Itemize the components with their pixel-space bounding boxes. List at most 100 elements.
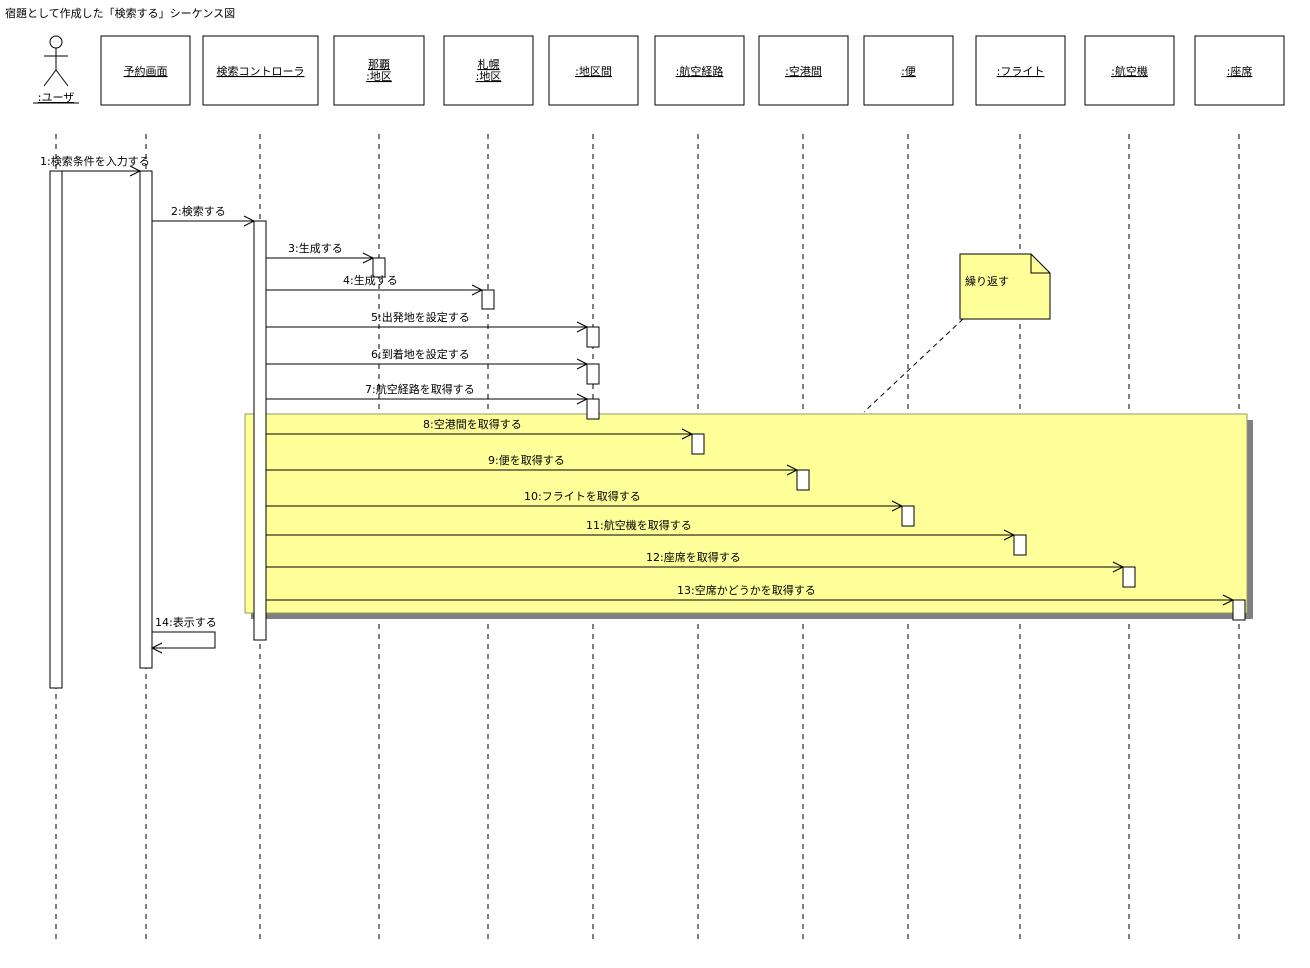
- message-arrowhead: [891, 500, 904, 512]
- participant-bin: :便: [863, 35, 954, 106]
- note-text: 繰り返す: [965, 274, 1009, 288]
- message-4: 4:生成する: [266, 273, 484, 296]
- message-label: 11:航空機を取得する: [586, 518, 692, 532]
- participant-label: 検索コントローラ: [217, 64, 305, 78]
- participant-label: :航空経路: [676, 64, 724, 78]
- participant-chikukan: :地区間: [548, 35, 639, 106]
- message-arrowhead: [576, 393, 589, 405]
- participant-kukokan: :空港間: [758, 35, 849, 106]
- message-label: 3:生成する: [288, 241, 343, 255]
- participant-label: :フライト: [997, 65, 1045, 78]
- activation-bar: [1232, 599, 1246, 621]
- message-label: 7:航空経路を取得する: [365, 382, 475, 396]
- message-arrowhead: [150, 642, 163, 654]
- message-arrowhead: [243, 215, 256, 227]
- participant-box: [1194, 35, 1285, 106]
- message-arrowhead: [471, 284, 484, 296]
- participant-label: :便: [901, 65, 916, 78]
- message-arrowhead: [786, 464, 799, 476]
- message-arrowhead: [576, 358, 589, 370]
- message-12: 12:座席を取得する: [266, 550, 1125, 573]
- message-label: 12:座席を取得する: [646, 550, 741, 564]
- message-arrowhead: [576, 321, 589, 333]
- activation-bar: [691, 433, 705, 455]
- participant-ctrl: 検索コントローラ: [202, 35, 319, 106]
- message-label: 8:空港間を取得する: [423, 417, 522, 431]
- participant-flight: :フライト: [975, 35, 1066, 106]
- activation-bar: [253, 220, 267, 641]
- participant-label: :航空機: [1111, 64, 1148, 78]
- activation-bar: [1013, 534, 1027, 556]
- message-7: 7:航空経路を取得する: [266, 382, 589, 405]
- participant-box: [758, 35, 849, 106]
- actor-leg: [55, 69, 69, 87]
- message-line: [152, 631, 216, 649]
- participant-label: 札幌: [478, 57, 500, 71]
- participant-naha: 那覇:地区: [333, 35, 425, 106]
- message-arrowhead: [1003, 529, 1016, 541]
- participant-sapporo: 札幌:地区: [443, 35, 534, 106]
- participant-label: :地区: [476, 70, 502, 83]
- activation-bar: [901, 505, 915, 527]
- participant-label: :座席: [1227, 64, 1253, 78]
- participant-yoyaku: 予約画面: [100, 35, 191, 106]
- activation-bar: [586, 326, 600, 348]
- participant-box: [863, 35, 954, 106]
- note-box: [959, 253, 1051, 320]
- activation-bar: [139, 170, 153, 669]
- participant-box: [202, 35, 319, 106]
- activation-bar: [481, 289, 495, 310]
- message-9: 9:便を取得する: [266, 454, 799, 476]
- participant-box: [654, 35, 745, 106]
- message-13: 13:空席かどうかを取得する: [266, 583, 1235, 606]
- activation-bar: [796, 469, 810, 491]
- activation-bar: [1122, 566, 1136, 588]
- message-arrowhead: [681, 428, 694, 440]
- message-arrowhead: [362, 252, 375, 264]
- message-label: 6:到着地を設定する: [371, 347, 470, 361]
- message-label: 4:生成する: [343, 273, 398, 287]
- participant-box: [975, 35, 1066, 106]
- message-1: 1:検索条件を入力する: [40, 154, 150, 177]
- actor-label: :ユーザ: [38, 91, 75, 104]
- message-label: 1:検索条件を入力する: [40, 154, 150, 168]
- message-11: 11:航空機を取得する: [266, 518, 1016, 541]
- diagram-title: 宿題として作成した「検索する」シーケンス図: [5, 6, 235, 20]
- message-label: 2:検索する: [171, 204, 226, 218]
- message-2: 2:検索する: [152, 204, 256, 227]
- participant-kokuki: :航空機: [1084, 35, 1175, 106]
- note-repeat: 繰り返す: [863, 253, 1051, 413]
- participant-zaseki: :座席: [1194, 35, 1285, 106]
- participant-label: :地区: [366, 70, 392, 83]
- participant-keiro: :航空経路: [654, 35, 745, 106]
- message-label: 13:空席かどうかを取得する: [677, 583, 816, 597]
- activation-bar: [586, 398, 600, 420]
- note-connector: [863, 318, 964, 413]
- activation-bar: [586, 363, 600, 385]
- message-8: 8:空港間を取得する: [266, 417, 694, 440]
- participant-box: [548, 35, 639, 106]
- actor-user: :ユーザ: [33, 35, 79, 104]
- message-10: 10:フライトを取得する: [266, 490, 904, 512]
- message-arrowhead: [1112, 561, 1125, 573]
- actor-leg: [43, 69, 57, 87]
- actor-head: [49, 35, 63, 49]
- message-5: 5:出発地を設定する: [266, 310, 589, 333]
- message-6: 6:到着地を設定する: [266, 347, 589, 370]
- participant-box: [443, 35, 534, 106]
- activation-bar: [49, 170, 63, 689]
- message-label: 10:フライトを取得する: [524, 490, 641, 503]
- message-arrowhead: [129, 165, 142, 177]
- message-arrowhead: [1222, 594, 1235, 606]
- message-3: 3:生成する: [266, 241, 375, 264]
- message-label: 9:便を取得する: [488, 454, 565, 467]
- message-label: 14:表示する: [155, 615, 217, 629]
- participant-label: 予約画面: [124, 64, 168, 78]
- participant-label: 那覇: [368, 58, 390, 71]
- message-14: 14:表示する: [150, 615, 217, 654]
- participant-label: :地区間: [575, 65, 612, 78]
- message-label: 5:出発地を設定する: [371, 310, 470, 324]
- participant-box: [333, 35, 425, 106]
- participant-box: [1084, 35, 1175, 106]
